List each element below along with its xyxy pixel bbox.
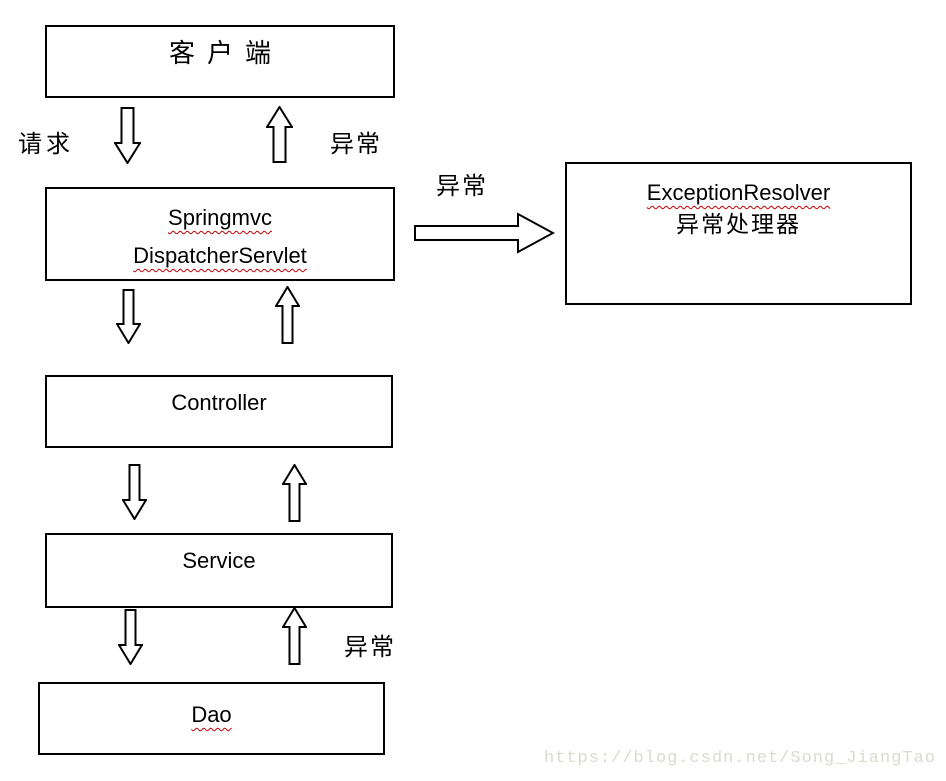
box-resolver-line1: ExceptionResolver [646,180,831,205]
box-dispatcher-line1: Springmvc [168,205,272,230]
watermark-url: https://blog.csdn.net/Song_JiangTao [543,749,936,768]
box-dispatcher-servlet: Springmvc DispatcherServlet [45,187,395,281]
label-exception-bottom: 异常 [344,633,396,661]
box-dispatcher-line2: DispatcherServlet [133,243,307,268]
box-controller-label: Controller [171,390,267,415]
box-client: 客户端 [45,25,395,98]
label-exception-top: 异常 [330,130,382,158]
arrow-down-dispatcher-to-controller-icon [116,289,141,344]
arrow-up-service-to-controller-icon [282,464,307,522]
arrow-down-service-to-dao-icon [118,609,143,665]
box-service-label: Service [182,548,256,573]
box-dao: Dao [38,682,385,755]
box-dao-label: Dao [191,702,232,727]
box-resolver-line2: 异常处理器 [676,212,801,238]
label-exception-right: 异常 [436,172,488,200]
box-exception-resolver: ExceptionResolver 异常处理器 [565,162,912,305]
arrow-up-dao-to-service-icon [282,607,307,665]
box-service: Service [45,533,393,608]
arrow-down-client-to-dispatcher-icon [114,107,141,164]
box-controller: Controller [45,375,393,448]
arrow-up-dispatcher-to-client-icon [266,106,293,163]
label-request: 请求 [18,130,74,158]
box-client-label: 客户端 [168,39,283,69]
arrow-down-controller-to-service-icon [122,464,147,520]
arrow-up-controller-to-dispatcher-icon [275,286,300,344]
arrow-right-dispatcher-to-resolver-icon [414,211,555,255]
